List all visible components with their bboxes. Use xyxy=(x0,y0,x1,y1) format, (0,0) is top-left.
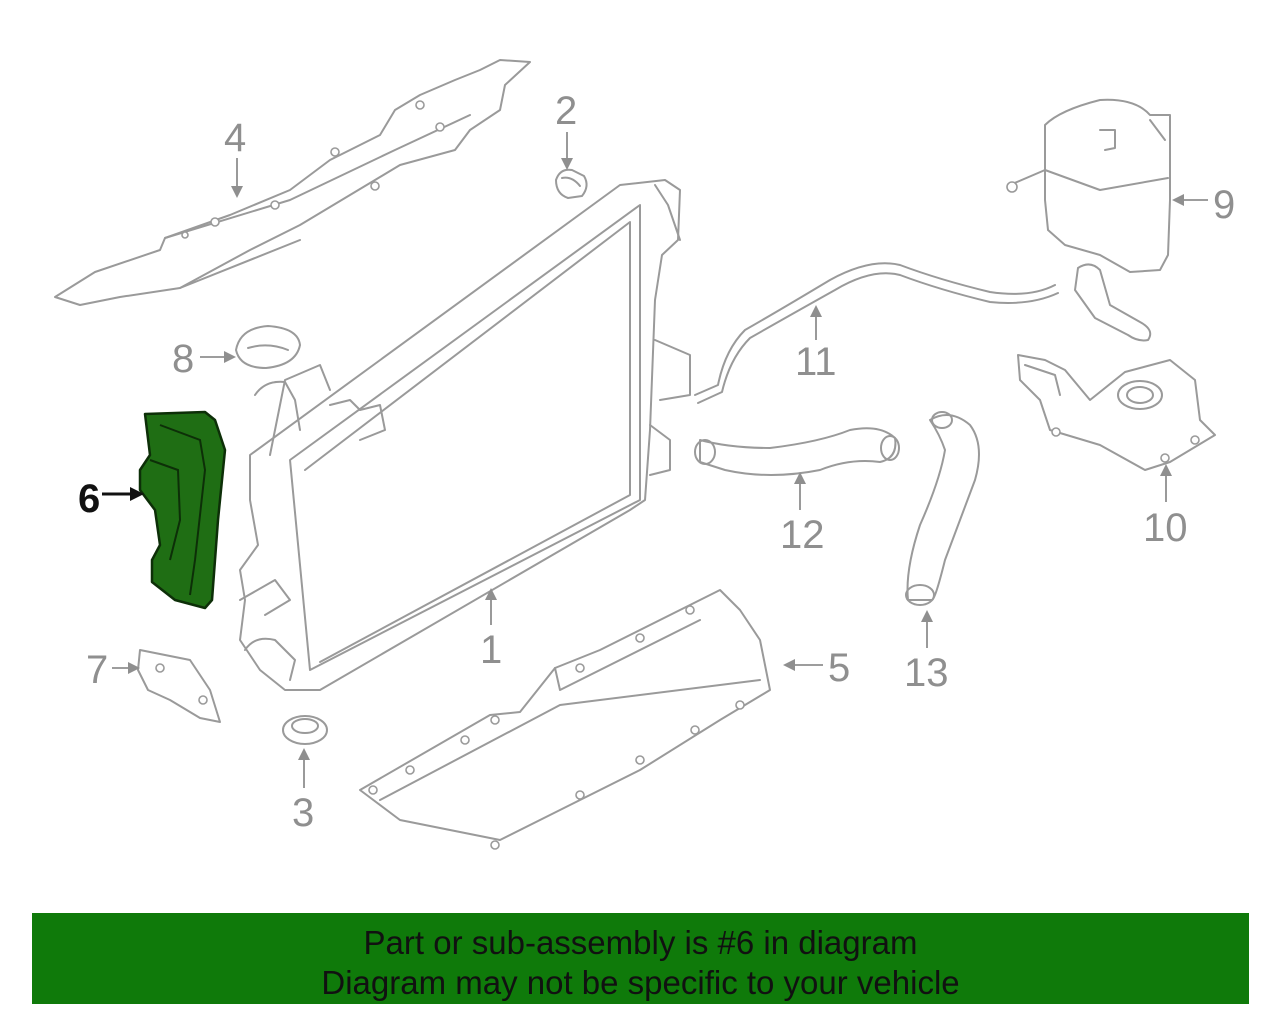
callout-11: 11 xyxy=(795,340,837,384)
part-1-radiator xyxy=(239,179,691,691)
part-3-grommet xyxy=(282,715,328,745)
part-13-hose xyxy=(905,411,980,606)
part-11-overflow-hose xyxy=(694,262,1059,404)
part-10-bracket xyxy=(1017,354,1216,471)
callout-9: 9 xyxy=(1213,183,1235,227)
part-5-lower-shield xyxy=(359,589,771,850)
callout-1: 1 xyxy=(480,628,502,672)
callout-12: 12 xyxy=(780,513,825,557)
callout-2: 2 xyxy=(555,89,577,133)
part-9-reservoir xyxy=(1006,98,1171,342)
callout-3: 3 xyxy=(292,791,314,835)
part-6-air-deflector-highlighted xyxy=(138,410,227,610)
part-12-hose xyxy=(694,427,900,476)
part-7-bracket xyxy=(137,649,221,723)
callout-6: 6 xyxy=(78,477,100,521)
part-8-cap xyxy=(235,325,301,369)
banner-line-disclaimer: Diagram may not be specific to your vehi… xyxy=(321,964,960,1001)
callout-5: 5 xyxy=(828,646,850,690)
callout-7: 7 xyxy=(86,648,108,692)
leader-lines xyxy=(102,132,1208,788)
callout-13: 13 xyxy=(904,651,949,695)
part-2-bushing xyxy=(555,168,588,199)
part-4-upper-shield xyxy=(54,59,531,306)
callout-8: 8 xyxy=(172,337,194,381)
callout-4: 4 xyxy=(224,116,246,160)
callout-10: 10 xyxy=(1143,506,1188,550)
banner-line-part-number: Part or sub-assembly is #6 in diagram xyxy=(363,924,918,961)
disclaimer-banner: Part or sub-assembly is #6 in diagram Di… xyxy=(32,913,1249,1004)
